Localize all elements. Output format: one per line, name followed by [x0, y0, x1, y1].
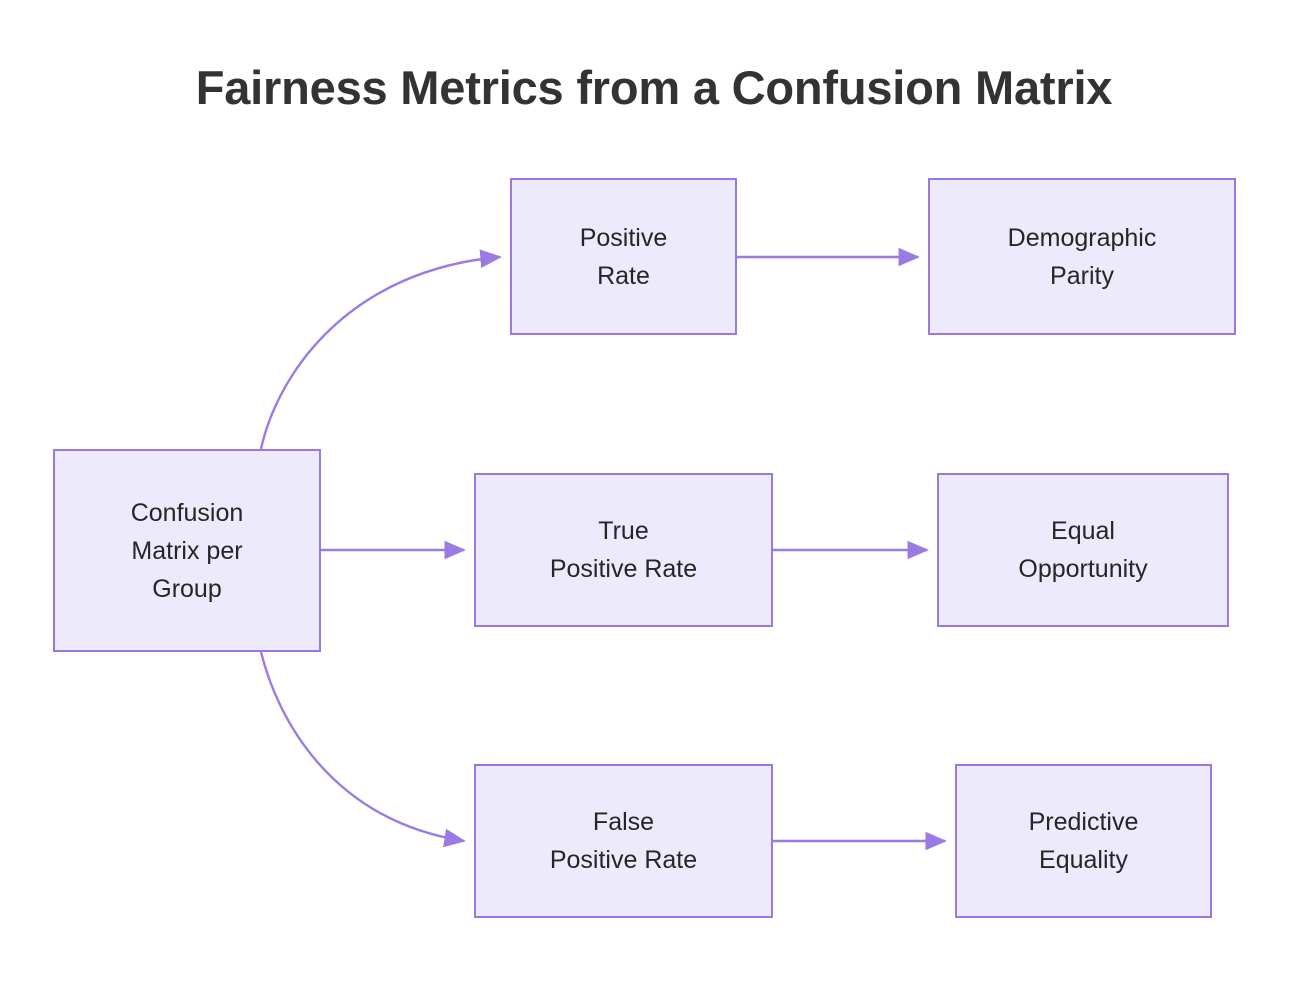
edge-cm-to-positive-rate: [259, 249, 502, 450]
node-label: Demographic Parity: [1007, 223, 1157, 290]
node-false-positive-rate[interactable]: False Positive Rate: [474, 764, 773, 918]
node-true-positive-rate[interactable]: True Positive Rate: [474, 473, 773, 627]
node-positive-rate[interactable]: Positive Rate: [510, 178, 737, 335]
edge-cm-to-false-positive-rate: [259, 651, 466, 848]
node-label: True Positive Rate: [549, 517, 698, 583]
node-label: Confusion Matrix per Group: [130, 498, 244, 603]
node-label: Equal Opportunity: [1018, 517, 1148, 583]
node-equal-opportunity[interactable]: Equal Opportunity: [937, 473, 1229, 627]
node-confusion-matrix-per-group[interactable]: Confusion Matrix per Group: [53, 449, 321, 652]
node-demographic-parity[interactable]: Demographic Parity: [928, 178, 1236, 335]
node-predictive-equality[interactable]: Predictive Equality: [955, 764, 1212, 918]
page-title: Fairness Metrics from a Confusion Matrix: [195, 61, 1113, 114]
node-label: Positive Rate: [579, 223, 668, 290]
node-label: Predictive Equality: [1028, 808, 1139, 874]
node-label: False Positive Rate: [549, 808, 698, 874]
